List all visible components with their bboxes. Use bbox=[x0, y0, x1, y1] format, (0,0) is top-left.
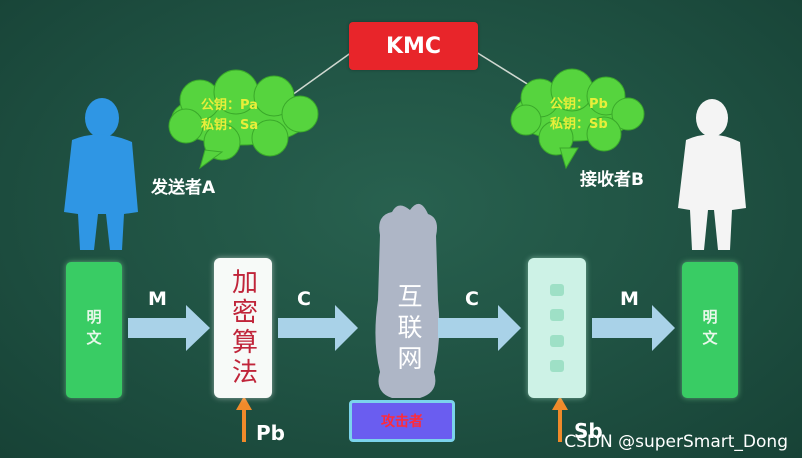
encrypt-algorithm-box: 加密算法 bbox=[214, 258, 272, 398]
sender-role-label: 发送者A bbox=[151, 178, 216, 198]
sender-key-cloud bbox=[168, 69, 319, 170]
sender-private-key: 私钥：Sa bbox=[201, 118, 259, 133]
plaintext-left-box: 明文 bbox=[66, 262, 122, 398]
flow-arrow-1 bbox=[128, 305, 210, 351]
arrow-3-label: C bbox=[465, 288, 479, 310]
receiver-private-key: 私钥：Sb bbox=[550, 117, 608, 132]
arrow-2-label: C bbox=[297, 288, 311, 310]
receiver-key-cloud bbox=[510, 68, 645, 170]
decrypt-glyph-3 bbox=[550, 334, 564, 347]
receiver-figure-icon bbox=[678, 99, 746, 250]
decrypt-algorithm-box bbox=[528, 258, 586, 398]
internet-cloud-shape bbox=[375, 203, 440, 398]
encrypt-key-label: Pb bbox=[256, 421, 285, 445]
decrypt-glyph-2 bbox=[550, 309, 564, 322]
decrypt-glyph-1 bbox=[550, 283, 564, 296]
sender-figure-icon bbox=[64, 98, 138, 250]
arrow-4-label: M bbox=[620, 288, 639, 310]
internet-label: 互联网 bbox=[394, 282, 423, 376]
flow-arrow-4 bbox=[592, 305, 675, 351]
decrypt-glyph-4 bbox=[550, 360, 564, 373]
internet-box: 互联网 bbox=[380, 262, 436, 396]
arrow-1-label: M bbox=[148, 288, 167, 310]
flow-arrow-2 bbox=[278, 305, 358, 351]
sender-public-key: 公钥：Pa bbox=[201, 98, 258, 113]
encrypt-algorithm-label: 加密算法 bbox=[227, 268, 258, 388]
kmc-sender-connector bbox=[284, 51, 353, 101]
flow-arrow-3 bbox=[438, 305, 521, 351]
watermark: CSDN @superSmart_Dong bbox=[564, 432, 788, 452]
decrypt-key-label: Sb bbox=[574, 419, 603, 443]
receiver-public-key: 公钥：Pb bbox=[550, 97, 608, 112]
receiver-keys: 公钥：Pb 私钥：Sb bbox=[550, 95, 608, 135]
encrypt-key-arrow bbox=[236, 396, 252, 442]
plaintext-right-box: 明文 bbox=[682, 262, 738, 398]
decrypt-key-arrow bbox=[552, 396, 568, 442]
receiver-role-label: 接收者B bbox=[580, 170, 644, 190]
sender-keys: 公钥：Pa 私钥：Sa bbox=[201, 96, 258, 136]
attacker-box: 攻击者 bbox=[349, 400, 455, 442]
kmc-box: KMC bbox=[349, 22, 478, 70]
